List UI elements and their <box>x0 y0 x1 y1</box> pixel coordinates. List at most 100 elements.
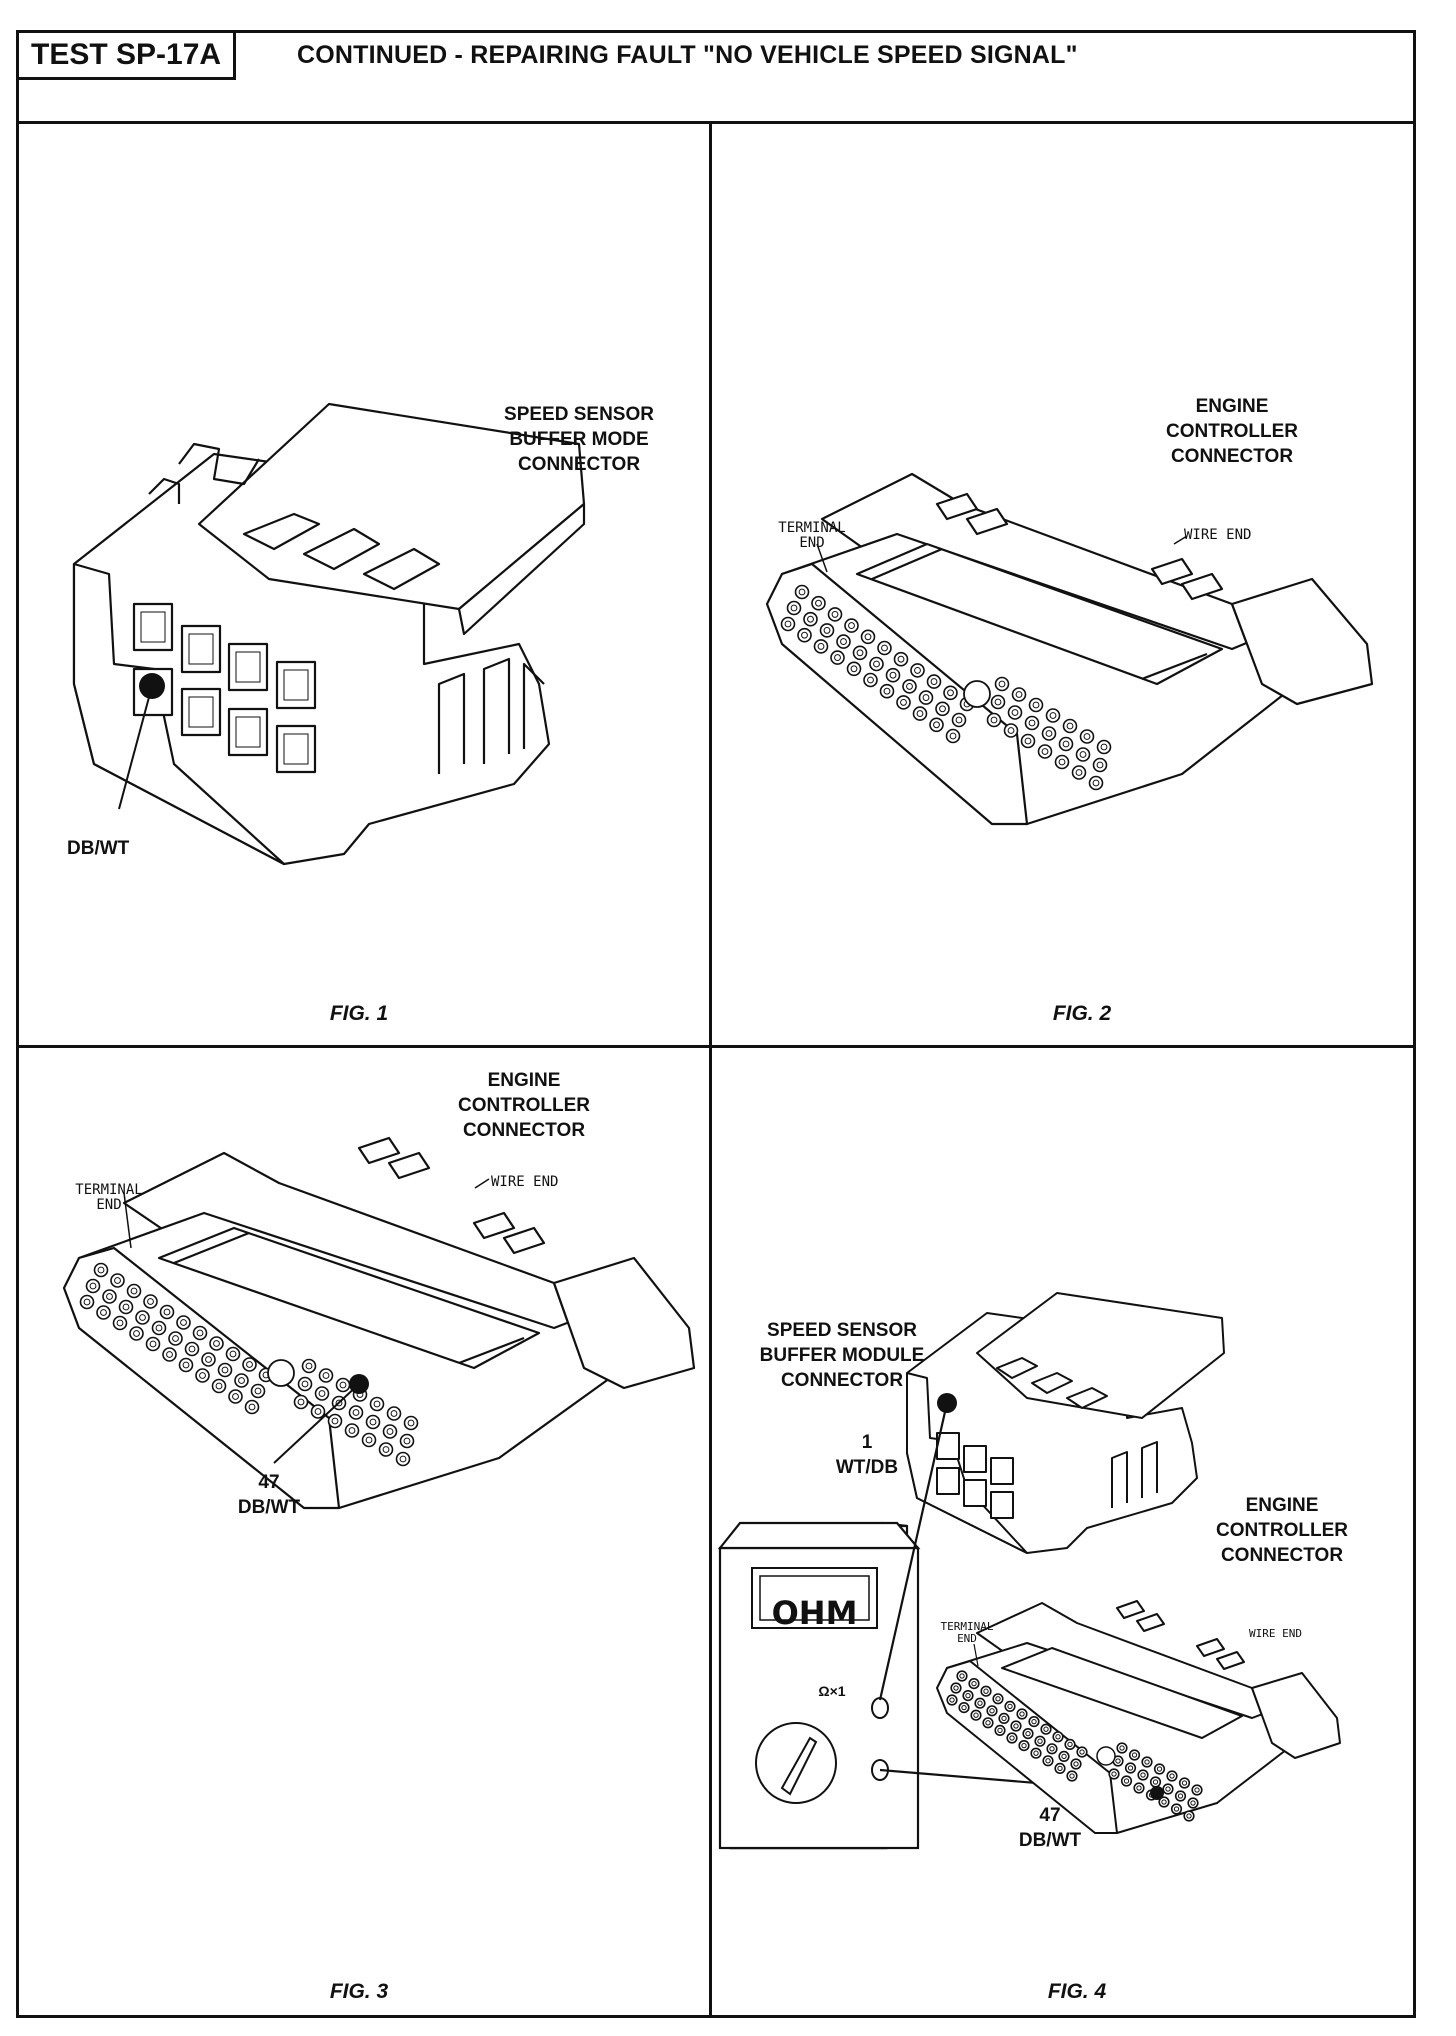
terminal-pin-socket <box>1144 1759 1150 1765</box>
terminal-pin <box>399 1433 415 1449</box>
terminal-pin-socket <box>867 676 874 684</box>
terminal-pin <box>1020 733 1036 749</box>
terminal-pin <box>1045 708 1061 723</box>
terminal-pin-socket <box>1177 1793 1184 1799</box>
terminal-pin-socket <box>930 678 938 686</box>
terminal-pin-socket <box>149 1340 157 1348</box>
terminal-pin <box>1076 1746 1088 1758</box>
terminal-pin <box>293 1394 309 1410</box>
terminal-pin <box>1003 723 1019 738</box>
terminal-pin-socket <box>232 1393 239 1400</box>
terminal-pin-socket <box>1033 1750 1039 1756</box>
terminal-pin-socket <box>790 604 798 612</box>
terminal-pin-socket <box>965 1692 971 1699</box>
terminal-pin-socket <box>1037 1738 1043 1744</box>
terminal-pin <box>314 1386 330 1401</box>
terminal-pin-socket <box>949 1697 955 1703</box>
terminal-pin-socket <box>1083 733 1091 740</box>
terminal-pin-socket <box>831 610 839 618</box>
terminal-pin <box>860 629 876 645</box>
terminal-pin-socket <box>997 1727 1003 1734</box>
terminal-pin <box>192 1325 208 1341</box>
terminal-pin-socket <box>1055 1734 1061 1740</box>
terminal-pin-socket <box>1161 1799 1167 1805</box>
terminal-pin <box>1162 1783 1174 1795</box>
terminal-pin <box>126 1283 142 1299</box>
terminal-pin-socket <box>1043 1726 1049 1732</box>
terminal-pin <box>168 1331 183 1346</box>
terminal-pin-socket <box>989 1708 995 1714</box>
terminal-pin-socket <box>1100 743 1108 751</box>
terminal-pin <box>225 1346 241 1362</box>
terminal-pin-socket <box>823 626 831 634</box>
terminal-pin-socket <box>848 622 855 630</box>
terminal-pin-socket <box>1079 1749 1085 1755</box>
terminal-pin-socket <box>897 655 905 663</box>
terminal-pin-socket <box>914 666 921 674</box>
terminal-pin-socket <box>807 615 814 623</box>
buffer-connector-label: SPEED SENSOR BUFFER MODE CONNECTOR <box>504 404 654 475</box>
pin-47-label: 47 DB/WT <box>237 1472 301 1518</box>
terminal-pin-socket <box>172 1335 179 1342</box>
terminal-pin <box>962 1689 974 1702</box>
terminal-pin <box>118 1299 134 1315</box>
terminal-pin <box>982 1717 994 1729</box>
terminal-pin-socket <box>971 1680 977 1687</box>
terminal-pin-socket <box>1057 1765 1063 1772</box>
terminal-pin <box>1052 1731 1064 1743</box>
terminal-pin <box>910 663 925 678</box>
terminal-pin-socket <box>1073 1761 1079 1767</box>
terminal-pin-socket <box>973 1712 979 1718</box>
terminal-pin-socket <box>1061 1753 1067 1760</box>
terminal-pin <box>403 1415 419 1431</box>
terminal-pin-socket <box>1169 1773 1175 1779</box>
terminal-pin-socket <box>100 1309 107 1316</box>
terminal-pin <box>811 595 826 611</box>
terminal-pin <box>797 627 812 643</box>
terminal-pin <box>846 661 862 677</box>
terminal-pin <box>1030 1747 1042 1759</box>
terminal-pin <box>228 1389 243 1404</box>
terminal-pin-socket <box>1024 737 1032 745</box>
terminal-pin <box>1128 1749 1141 1761</box>
terminal-pin-socket <box>1186 1813 1192 1819</box>
terminal-pin <box>335 1377 351 1393</box>
terminal-pin-socket <box>881 644 888 652</box>
terminal-pin-socket <box>155 1324 163 1332</box>
terminal-pin <box>1120 1775 1133 1787</box>
terminal-pin <box>1016 1708 1028 1720</box>
terminal-pin <box>998 1712 1010 1725</box>
terminal-pin <box>1066 1770 1078 1782</box>
engine-controller-connector-drawing <box>62 1136 696 1510</box>
terminal-pin <box>143 1294 158 1309</box>
terminal-pin <box>970 1709 982 1721</box>
terminal-pin <box>1075 747 1091 762</box>
terminal-pin <box>1166 1770 1178 1782</box>
terminal-pin <box>96 1305 111 1320</box>
terminal-pin <box>1037 744 1053 759</box>
terminal-pin-socket <box>1096 761 1104 769</box>
vertical-divider <box>709 121 712 2015</box>
figure-2-panel: ENGINE CONTROLLER CONNECTOR TERMINAL END… <box>712 124 1413 1045</box>
terminal-pin-socket <box>238 1377 245 1384</box>
terminal-pin <box>893 651 909 667</box>
terminal-pin <box>830 650 845 665</box>
terminal-pin <box>1010 1720 1022 1732</box>
terminal-pin <box>85 1278 101 1294</box>
terminal-pin-socket <box>139 1314 146 1321</box>
terminal-pin <box>209 1336 224 1351</box>
terminal-pin <box>1058 1750 1070 1763</box>
terminal-pin-socket <box>955 716 963 724</box>
terminal-pin-socket <box>947 689 954 697</box>
terminal-pin-socket <box>922 694 930 702</box>
terminal-pin-socket <box>1009 1735 1015 1741</box>
terminal-pin-socket <box>916 710 924 718</box>
terminal-pin-socket <box>815 599 822 607</box>
terminal-pin <box>803 611 818 627</box>
header: TEST SP-17A CONTINUED - REPAIRING FAULT … <box>19 33 1413 124</box>
terminal-pin-socket <box>352 1409 360 1416</box>
terminal-pin <box>951 712 967 728</box>
terminal-pin-socket <box>961 1704 967 1711</box>
wire-end-label: WIRE END <box>1249 1627 1302 1640</box>
terminal-pin-socket <box>1019 1711 1025 1717</box>
